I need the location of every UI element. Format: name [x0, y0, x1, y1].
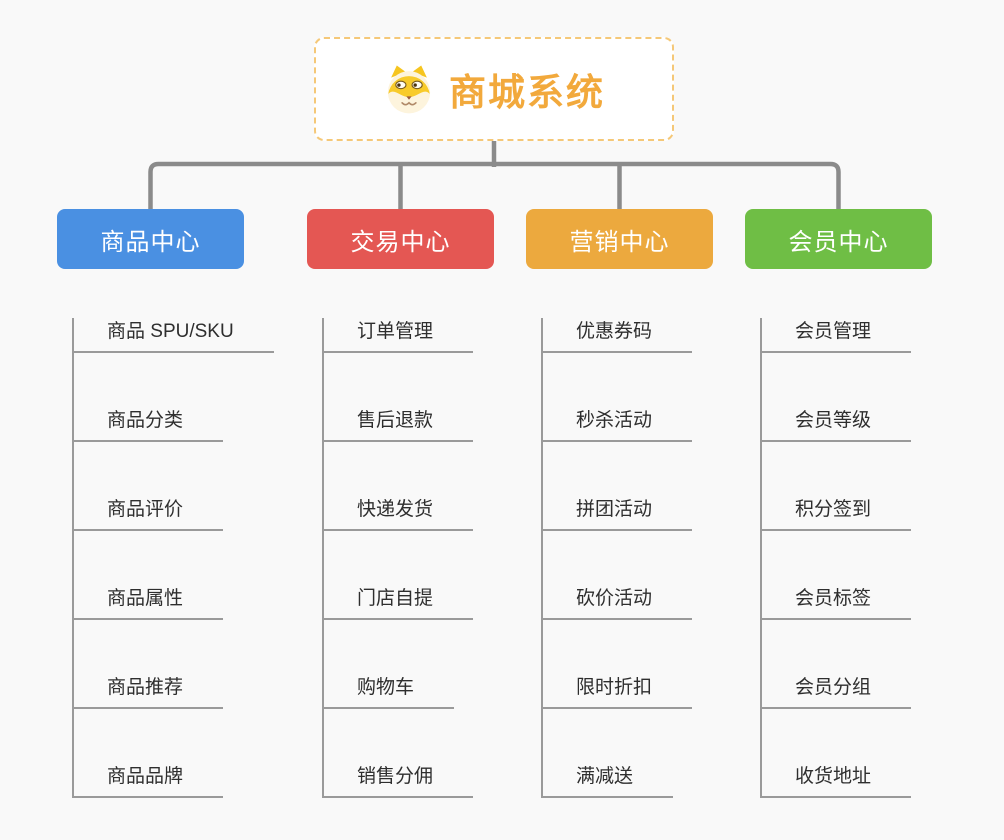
leaf-node[interactable]: 购物车	[324, 674, 455, 709]
leaf-node[interactable]: 会员标签	[762, 585, 912, 620]
trunk-connector-line	[148, 161, 841, 209]
leaf-node[interactable]: 销售分佣	[324, 763, 474, 798]
leaf-node[interactable]: 会员分组	[762, 674, 912, 709]
leaf-node[interactable]: 商品推荐	[74, 674, 224, 709]
branch-node-trade-center[interactable]: 交易中心	[307, 209, 494, 269]
branch-node-marketing-center[interactable]: 营销中心	[526, 209, 713, 269]
branch: 商品中心 商品 SPU/SKU 商品分类商品评价商品属性商品推荐商品品牌	[57, 209, 274, 798]
leaf-node[interactable]: 砍价活动	[543, 585, 693, 620]
branch: 营销中心 优惠券码秒杀活动拼团活动砍价活动限时折扣满减送	[526, 209, 713, 798]
leaf-node[interactable]: 限时折扣	[543, 674, 693, 709]
leaf-node[interactable]: 售后退款	[324, 407, 474, 442]
leaf-node[interactable]: 积分签到	[762, 496, 912, 531]
leaf-node[interactable]: 会员管理	[762, 318, 912, 353]
branch-label: 商品中心	[100, 228, 201, 256]
branch-label: 会员中心	[788, 228, 889, 256]
leaf-node[interactable]: 商品品牌	[74, 763, 224, 798]
leaf-node[interactable]: 商品分类	[74, 407, 224, 442]
dog-face-icon	[383, 63, 435, 115]
leaf-node[interactable]: 拼团活动	[543, 496, 693, 531]
branch-children: 商品 SPU/SKU 商品分类商品评价商品属性商品推荐商品品牌	[72, 318, 274, 798]
branch: 交易中心 订单管理售后退款快递发货门店自提购物车销售分佣	[307, 209, 494, 798]
root-node-mall-system[interactable]: 商城系统	[314, 37, 674, 141]
leaf-node[interactable]: 收货地址	[762, 763, 912, 798]
branch: 会员中心 会员管理会员等级积分签到会员标签会员分组收货地址	[745, 209, 932, 798]
leaf-node[interactable]: 快递发货	[324, 496, 474, 531]
branch-label: 交易中心	[350, 228, 451, 256]
leaf-node[interactable]: 满减送	[543, 763, 674, 798]
leaf-node[interactable]: 秒杀活动	[543, 407, 693, 442]
branch-label: 营销中心	[569, 228, 670, 256]
leaf-node[interactable]: 商品属性	[74, 585, 224, 620]
branch-node-member-center[interactable]: 会员中心	[745, 209, 932, 269]
leaf-node[interactable]: 门店自提	[324, 585, 474, 620]
leaf-node[interactable]: 会员等级	[762, 407, 912, 442]
leaf-node[interactable]: 商品 SPU/SKU	[74, 318, 274, 353]
leaf-node[interactable]: 订单管理	[324, 318, 474, 353]
leaf-node[interactable]: 优惠券码	[543, 318, 693, 353]
branch-children: 会员管理会员等级积分签到会员标签会员分组收货地址	[760, 318, 932, 798]
branch-children: 订单管理售后退款快递发货门店自提购物车销售分佣	[322, 318, 494, 798]
branch-node-product-center[interactable]: 商品中心	[57, 209, 244, 269]
leaf-node[interactable]: 商品评价	[74, 496, 224, 531]
branch-children: 优惠券码秒杀活动拼团活动砍价活动限时折扣满减送	[541, 318, 713, 798]
root-title: 商城系统	[449, 72, 605, 113]
